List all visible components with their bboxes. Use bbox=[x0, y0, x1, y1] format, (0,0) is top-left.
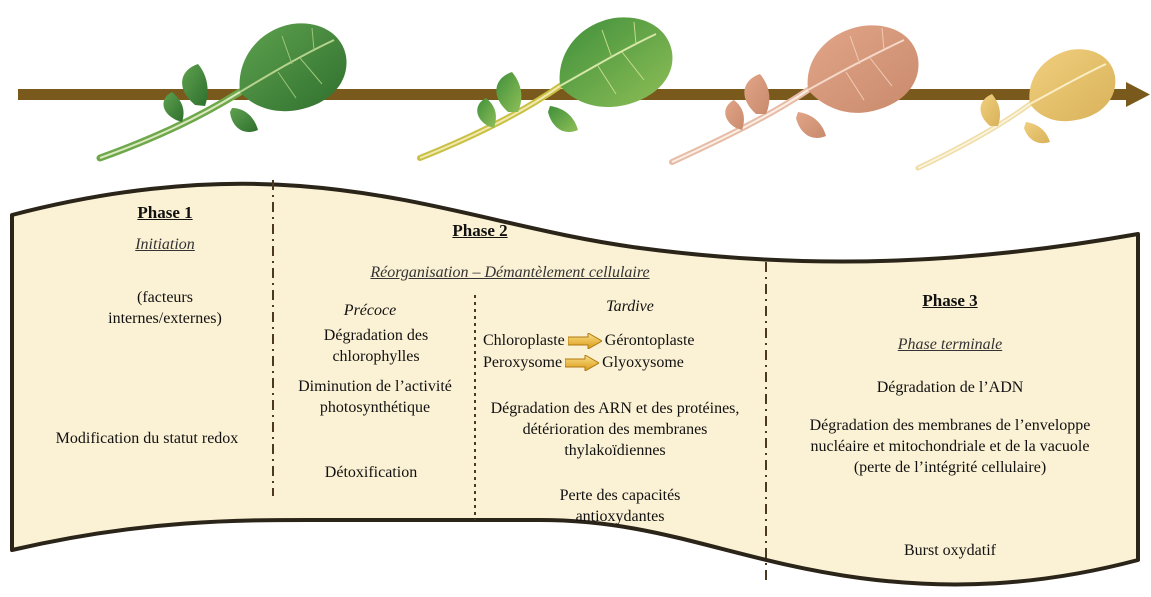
phase3-item-burst: Burst oxydatif bbox=[880, 540, 1020, 561]
phase2-subtitle: Réorganisation – Démantèlement cellulair… bbox=[300, 262, 720, 283]
transition-chloroplast: Chloroplaste Gérontoplaste bbox=[483, 330, 763, 351]
gerontoplast-label: Gérontoplaste bbox=[605, 330, 695, 351]
phase1-factors: (facteurs internes/externes) bbox=[80, 287, 250, 329]
tardive-item-antioxidant: Perte des capacités antioxydantes bbox=[530, 485, 710, 527]
precoce-item-detox: Détoxification bbox=[296, 462, 446, 483]
phase3-item-membranes: Dégradation des membranes de l’enveloppe… bbox=[805, 415, 1095, 478]
peroxysome-label: Peroxysome bbox=[483, 352, 562, 373]
phase3-subtitle: Phase terminale bbox=[870, 334, 1030, 355]
precoce-item-chlorophyll: Dégradation des chlorophylles bbox=[296, 325, 456, 367]
arrow-right-icon bbox=[565, 355, 599, 371]
tardive-item-degradation: Dégradation des ARN et des protéines, dé… bbox=[490, 398, 740, 461]
phase1-title: Phase 1 bbox=[110, 202, 220, 223]
phase2-title: Phase 2 bbox=[425, 220, 535, 241]
arrow-right-icon bbox=[568, 333, 602, 349]
precoce-item-photosynthesis: Diminution de l’activité photosynthétiqu… bbox=[290, 376, 460, 418]
chloroplast-label: Chloroplaste bbox=[483, 330, 565, 351]
glyoxysome-label: Glyoxysome bbox=[602, 352, 684, 373]
phase1-subtitle: Initiation bbox=[110, 234, 220, 255]
leaf-yellow bbox=[918, 49, 1115, 168]
phase3-title: Phase 3 bbox=[895, 290, 1005, 311]
tardive-title: Tardive bbox=[580, 296, 680, 317]
precoce-title: Précoce bbox=[320, 300, 420, 321]
phase1-redox: Modification du statut redox bbox=[22, 428, 272, 449]
leaf-green-late bbox=[420, 17, 672, 158]
phase3-item-dna: Dégradation de l’ADN bbox=[840, 377, 1060, 398]
transition-peroxysome: Peroxysome Glyoxysome bbox=[483, 352, 763, 373]
